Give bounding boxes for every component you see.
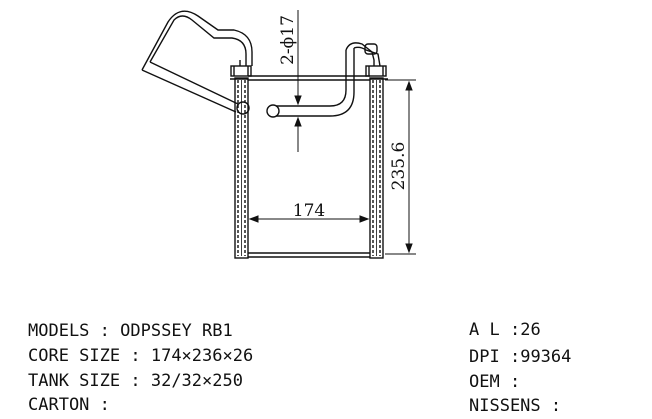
spec-al-label: A L	[469, 320, 500, 340]
spec-separator: :	[499, 347, 521, 367]
dimension-pipe	[294, 10, 302, 152]
right-pipe	[266, 42, 381, 118]
spec-al: A L :26	[469, 320, 541, 340]
dimension-width-label: 174	[293, 201, 325, 221]
left-fitting	[230, 65, 252, 77]
spec-nissens-label: NISSENS	[469, 396, 541, 416]
spec-models: MODELS : ODPSSEY RB1	[28, 321, 233, 341]
spec-core-size-value: 174×236×26	[150, 346, 254, 366]
right-fitting	[365, 65, 387, 77]
spec-tank-size: TANK SIZE : 32/32×250	[28, 371, 243, 391]
dimension-pipe-label: 2-ϕ17	[278, 15, 298, 65]
spec-separator: :	[120, 346, 151, 366]
spec-separator: :	[89, 321, 121, 341]
dimension-height-label: 235.6	[389, 142, 409, 191]
core-frame	[230, 75, 388, 258]
spec-al-value: 26	[520, 320, 541, 340]
spec-oem: OEM :	[469, 372, 520, 392]
dimension-width	[248, 215, 370, 223]
spec-oem-label: OEM	[469, 372, 500, 392]
spec-dpi-value: 99364	[520, 347, 572, 367]
spec-core-size-label: CORE SIZE	[28, 346, 121, 366]
spec-dpi: DPI :99364	[469, 347, 571, 367]
spec-separator: :	[499, 372, 521, 392]
spec-nissens: NISSENS :	[469, 396, 561, 416]
spec-dpi-label: DPI	[469, 347, 500, 367]
spec-carton: CARTON :	[28, 395, 120, 415]
spec-tank-size-label: TANK SIZE	[28, 371, 121, 391]
left-pipe	[141, 10, 253, 115]
right-tank	[369, 77, 384, 259]
heater-core-drawing: 174 235.6 2-ϕ17	[141, 10, 416, 259]
left-tank	[234, 77, 249, 259]
spec-models-label: MODELS	[28, 321, 90, 341]
spec-core-size: CORE SIZE : 174×236×26	[28, 346, 253, 366]
dimension-height	[385, 79, 416, 255]
spec-carton-label: CARTON	[28, 395, 90, 415]
spec-separator: :	[540, 396, 562, 416]
spec-tank-size-value: 32/32×250	[150, 371, 243, 391]
spec-separator: :	[120, 371, 151, 391]
spec-separator: :	[499, 320, 521, 340]
spec-models-value: ODPSSEY RB1	[120, 321, 233, 341]
spec-separator: :	[89, 395, 121, 415]
